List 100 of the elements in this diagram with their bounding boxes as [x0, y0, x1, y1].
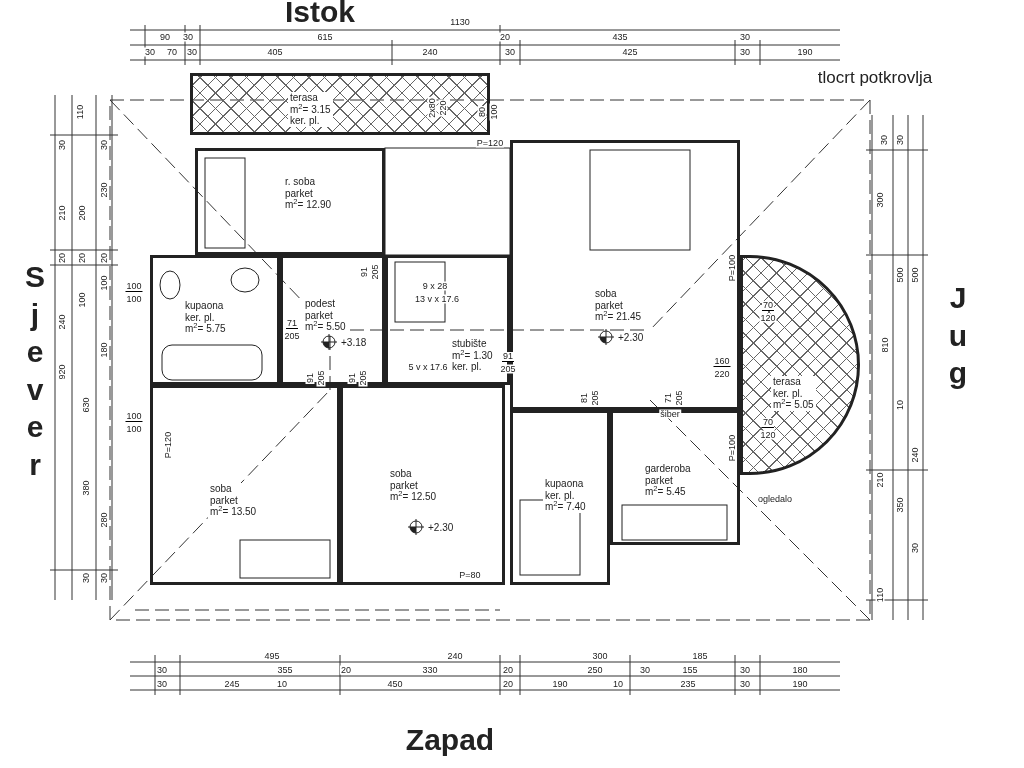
dimension-label: 30	[186, 47, 198, 57]
dimension-label: 71	[286, 319, 298, 329]
dimension-label: 205	[590, 389, 600, 407]
dimension-label: 70	[762, 418, 774, 428]
room-text: m$^{2}$= 21.45	[595, 311, 642, 323]
dimension-label: 30	[739, 665, 751, 675]
dimension-label: 210	[875, 471, 885, 489]
dimension-label: 30	[156, 679, 168, 689]
room-text: parket	[305, 309, 334, 321]
dimension-label: 495	[263, 651, 281, 661]
room-outline	[610, 410, 740, 545]
level-label: +2.30	[618, 333, 644, 343]
dimension-label: 205	[674, 389, 684, 407]
room-name: kupaona	[185, 300, 225, 312]
dimension-label: 30	[182, 32, 194, 42]
room-text: m$^{2}$= 3.15	[290, 103, 331, 115]
dimension-label: 450	[386, 679, 404, 689]
dimension-label: 30	[910, 542, 920, 554]
dimension-label: 30	[81, 572, 91, 584]
dimension-label: 20	[340, 665, 352, 675]
dimension-label: 205	[316, 369, 326, 387]
dimension-label: 350	[895, 496, 905, 514]
dimension-label: 30	[895, 134, 905, 146]
dimension-label: 240	[446, 651, 464, 661]
room-text: parket	[210, 494, 239, 506]
dimension-label: 10	[612, 679, 624, 689]
dimension-label: 80	[477, 106, 487, 118]
room-text: m$^{2}$= 12.50	[390, 491, 437, 503]
dimension-label: 100	[125, 294, 143, 304]
dimension-label: 300	[875, 191, 885, 209]
dimension-label: 30	[504, 47, 516, 57]
room-outline	[340, 385, 505, 585]
dimension-label: 190	[791, 679, 809, 689]
room-text: parket	[390, 479, 419, 491]
room-text: ker. pl.	[773, 387, 804, 399]
dimension-label: 100	[125, 412, 143, 422]
dimension-label: 10	[276, 679, 288, 689]
dimension-label: 20	[499, 32, 511, 42]
dimension-label: 110	[875, 586, 885, 604]
dimension-label: 110	[75, 103, 85, 121]
dimension-label: 250	[586, 665, 604, 675]
plan-title: tlocrt potkrovlja	[817, 67, 933, 90]
dimension-label: 20	[502, 679, 514, 689]
dimension-label: 30	[99, 139, 109, 151]
room-text: m$^{2}$= 12.90	[285, 199, 332, 211]
dimension-label: 205	[358, 369, 368, 387]
dimension-label: 30	[99, 572, 109, 584]
room-text: parket	[645, 474, 674, 486]
room-name: stubište	[452, 338, 488, 350]
room-text: m$^{2}$= 13.50	[210, 506, 257, 518]
dimension-label: 630	[81, 396, 91, 414]
dimension-label: 30	[879, 134, 889, 146]
dimension-label: 30	[739, 679, 751, 689]
room-text: m$^{2}$= 5.45	[645, 486, 687, 498]
room-outline	[510, 410, 610, 585]
dimension-label: 300	[591, 651, 609, 661]
dimension-label: 91	[305, 372, 315, 384]
level-label: +3.18	[341, 338, 367, 348]
dimension-label: 70	[166, 47, 178, 57]
dimension-label: P=100	[727, 433, 737, 463]
dimension-label: 2x80	[427, 97, 437, 119]
dimension-label: 380	[81, 479, 91, 497]
dimension-label: 220	[438, 99, 448, 117]
dimension-label: 435	[611, 32, 629, 42]
room-text: ker. pl.	[452, 361, 483, 373]
dimension-label: 185	[691, 651, 709, 661]
room-text: m$^{2}$= 1.30	[452, 349, 493, 361]
room-text: ker. pl.	[290, 115, 321, 127]
dimension-label: 220	[713, 369, 731, 379]
dimension-label: 30	[144, 47, 156, 57]
room-text: m$^{2}$= 7.40	[545, 501, 586, 513]
room-name: r. soba	[285, 176, 317, 188]
room-name: soba	[390, 468, 413, 480]
room-outline	[150, 255, 280, 385]
dimension-label: 30	[739, 32, 751, 42]
dimension-label: 210	[57, 204, 67, 222]
dimension-label: 81	[579, 392, 589, 404]
room-name: terasa	[773, 376, 802, 388]
dimension-label: 91	[359, 266, 369, 278]
dimension-label: 20	[57, 252, 67, 264]
dimension-label: 10	[895, 399, 905, 411]
dimension-label: 30	[639, 665, 651, 675]
dimension-label: šiber	[659, 409, 681, 419]
dimension-label: 235	[679, 679, 697, 689]
dimension-label: 240	[57, 313, 67, 331]
dimension-label: 180	[791, 665, 809, 675]
room-name: soba	[210, 483, 233, 495]
dimension-label: 190	[551, 679, 569, 689]
room-text: m$^{2}$= 5.75	[185, 323, 226, 335]
room-name: podest	[305, 298, 337, 310]
room-text: m$^{2}$= 5.50	[305, 321, 346, 333]
dimension-label: 355	[276, 665, 294, 675]
room-text: ker. pl.	[545, 489, 576, 501]
dimension-label: 155	[681, 665, 699, 675]
room-text: parket	[595, 299, 624, 311]
dimension-label: 100	[125, 424, 143, 434]
dimension-label: 100	[77, 291, 87, 309]
dimension-label: 20	[77, 252, 87, 264]
dimension-label: 205	[499, 364, 517, 374]
dimension-label: 30	[156, 665, 168, 675]
